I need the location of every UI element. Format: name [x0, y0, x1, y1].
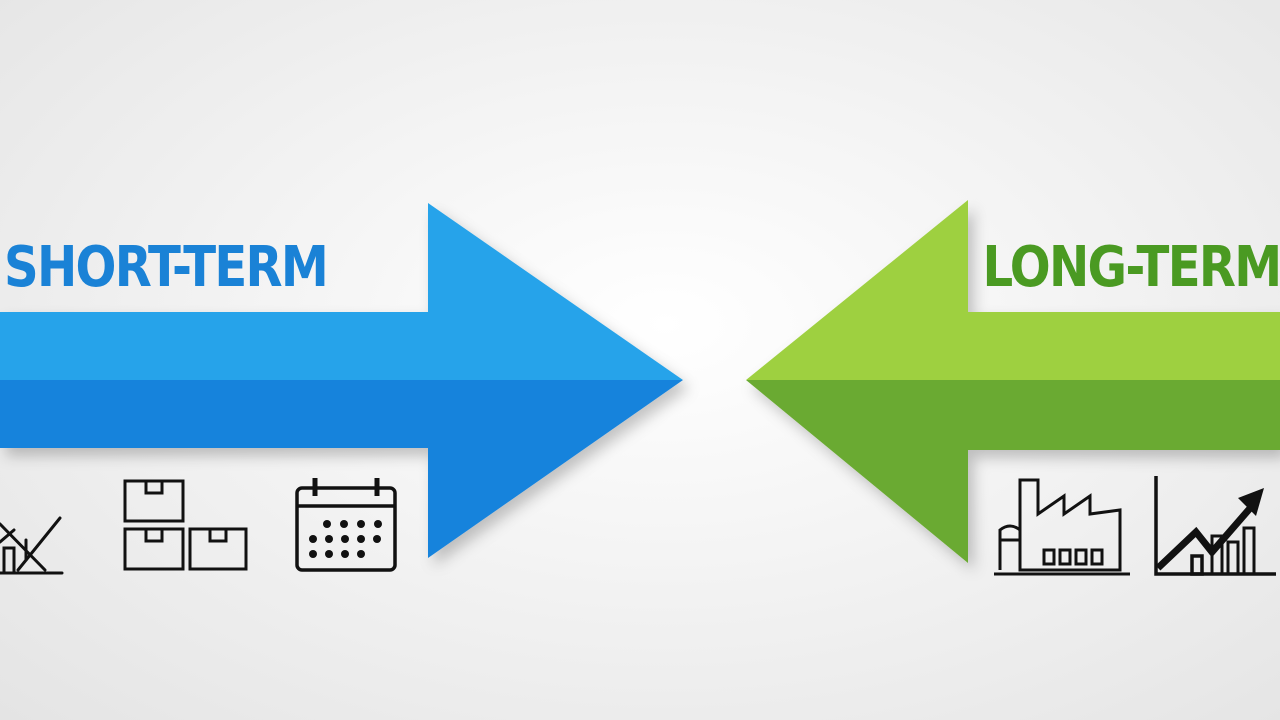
factory-icon [994, 478, 1130, 576]
boxes-icon [123, 479, 248, 571]
calendar-icon [295, 478, 397, 572]
long-term-label: LONG-TERM [982, 235, 1280, 300]
crossed-out-chart-icon [0, 516, 64, 575]
growth-chart-icon [1154, 476, 1276, 576]
short-term-label: SHORT-TERM [4, 235, 329, 300]
